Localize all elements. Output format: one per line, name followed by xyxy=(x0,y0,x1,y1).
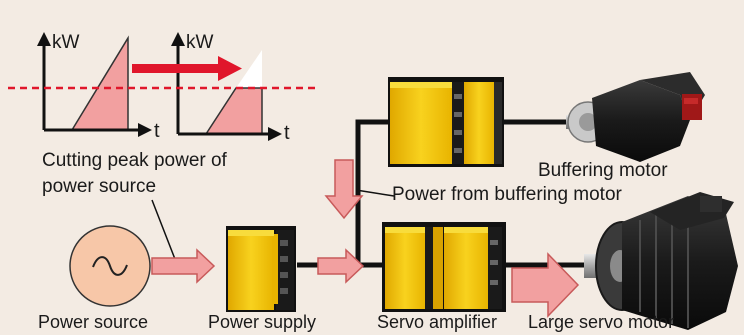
power-supply-label: Power supply xyxy=(208,312,317,332)
peak-cut-arrow xyxy=(132,56,242,81)
graph2-x-axis-arrow xyxy=(268,127,282,141)
buffer-amplifier-unit xyxy=(388,77,504,167)
graph1-y-axis-arrow xyxy=(37,32,51,46)
cutting-peak-label-line1: Cutting peak power of xyxy=(42,150,227,171)
flow-arrow-buffering-down xyxy=(324,159,364,220)
power-from-buffering-label: Power from buffering motor xyxy=(392,184,622,205)
large-servo-motor-label: Large servo motor xyxy=(528,312,675,332)
power-source-label: Power source xyxy=(38,312,149,332)
graph1-y-axis-label: kW xyxy=(52,32,80,53)
servo-amplifier-unit xyxy=(382,222,506,312)
graph2-y-axis-label: kW xyxy=(186,32,214,53)
sine-wave-icon xyxy=(92,256,128,276)
graph-before-cut xyxy=(37,32,152,137)
graph2-x-axis-label: t xyxy=(284,122,290,144)
graph1-x-axis-label: t xyxy=(154,120,160,142)
flow-arrow-amplifier-to-motor xyxy=(511,252,580,318)
flow-arrow-source-to-supply xyxy=(151,248,216,284)
servo-amplifier-label: Servo amplifier xyxy=(377,312,498,332)
graph-after-cut xyxy=(171,32,282,141)
graph2-power-area xyxy=(204,87,263,135)
flow-arrow-supply-to-amplifier xyxy=(317,248,365,284)
power-source-symbol xyxy=(69,225,151,307)
graph1-x-axis-arrow xyxy=(138,123,152,137)
graph2-cut-peak xyxy=(236,50,262,88)
graph1-power-area xyxy=(70,35,129,131)
cutting-peak-label-line2: power source xyxy=(42,176,157,197)
buffering-motor-label: Buffering motor xyxy=(538,160,668,181)
buffering-motor-image xyxy=(566,72,705,162)
large-servo-motor-image xyxy=(584,192,738,330)
dc-bus xyxy=(297,119,590,268)
graph2-y-axis-arrow xyxy=(171,32,185,46)
power-supply-unit xyxy=(226,226,296,312)
buffer-callout-line xyxy=(355,189,395,197)
